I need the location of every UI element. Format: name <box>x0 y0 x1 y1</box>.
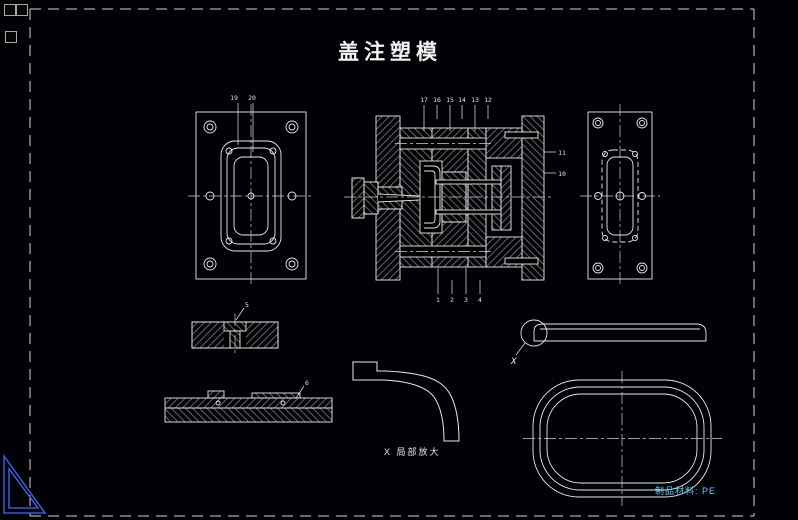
callout-number: 2 <box>450 296 454 304</box>
callout-number: 11 <box>558 149 566 157</box>
callout-number: 10 <box>558 170 566 178</box>
toolbar-button[interactable] <box>16 4 28 16</box>
material-note: 制品材料: PE <box>655 486 717 496</box>
drawing-title: 盖注塑模 <box>338 41 442 64</box>
callout-number: 13 <box>471 96 479 104</box>
view-b-centerlines <box>344 143 552 252</box>
callout-number: 3 <box>464 296 468 304</box>
view-ejector-assembly-section <box>164 385 333 423</box>
sheet-border <box>29 8 755 517</box>
callout-number: 17 <box>420 96 428 104</box>
detail-label: X 局部放大 <box>384 447 441 457</box>
toolbar-button[interactable] <box>5 31 17 43</box>
callout-number: 16 <box>433 96 441 104</box>
callout-number: 6 <box>305 379 309 387</box>
view-a-centerlines <box>188 104 314 287</box>
section-x-label: X <box>510 357 517 367</box>
callout-number: 5 <box>245 301 249 309</box>
view-c-centerlines <box>580 104 660 287</box>
callout-number: 12 <box>484 96 492 104</box>
callout-number: 14 <box>458 96 466 104</box>
callout-number: 15 <box>446 96 454 104</box>
callout-number: 19 <box>230 94 238 102</box>
view-h-centerlines <box>523 371 722 506</box>
callout-number: 20 <box>248 94 256 102</box>
callout-number: 1 <box>436 296 440 304</box>
callout-number: 4 <box>478 296 482 304</box>
view-detail-x <box>352 361 460 442</box>
toolbar-button[interactable] <box>4 4 16 16</box>
ucs-icon <box>3 453 47 514</box>
view-part-side <box>515 319 707 356</box>
view-main-section <box>351 105 556 294</box>
